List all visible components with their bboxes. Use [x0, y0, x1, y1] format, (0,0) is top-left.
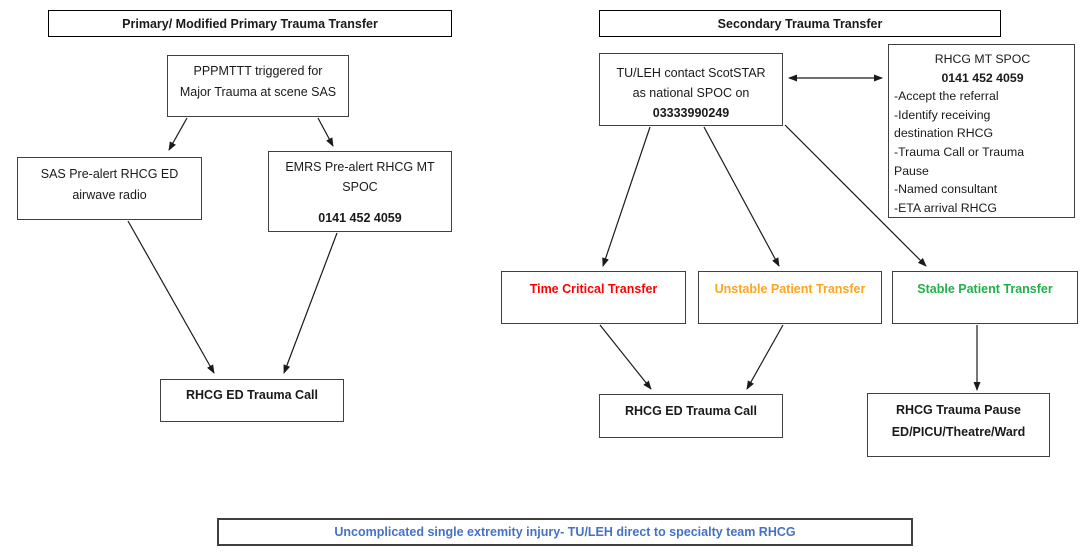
spoc-item-pause: Pause	[894, 163, 929, 178]
stable-patient-transfer-box: Stable Patient Transfer	[892, 271, 1078, 324]
sas-prealert-box: SAS Pre-alert RHCG ED airwave radio	[17, 157, 202, 220]
contact-phone: 03333990249	[652, 106, 730, 120]
unstable-patient-transfer-label: Unstable Patient Transfer	[714, 282, 866, 296]
emrs-line-2: SPOC	[342, 180, 378, 194]
spoc-item-accept: -Accept the referral	[894, 89, 999, 104]
emrs-prealert-box: EMRS Pre-alert RHCG MT SPOC 0141 452 405…	[268, 151, 452, 232]
secondary-trauma-call-label: RHCG ED Trauma Call	[625, 404, 757, 418]
pause-line-2: ED/PICU/Theatre/Ward	[891, 425, 1026, 439]
rhcg-mt-spoc-box: RHCG MT SPOC 0141 452 4059 -Accept the r…	[888, 44, 1075, 218]
contact-line-2: as national SPOC on	[632, 86, 750, 100]
sas-line-2: airwave radio	[72, 188, 147, 202]
spoc-phone: 0141 452 4059	[941, 70, 1024, 85]
secondary-title: Secondary Trauma Transfer	[599, 10, 1001, 37]
contact-line-1: TU/LEH contact ScotSTAR	[616, 66, 766, 80]
primary-title: Primary/ Modified Primary Trauma Transfe…	[48, 10, 452, 37]
spoc-item-consultant: -Named consultant	[894, 182, 998, 197]
primary-trauma-call-label: RHCG ED Trauma Call	[186, 388, 318, 402]
footer-note-box: Uncomplicated single extremity injury- T…	[217, 518, 913, 546]
spoc-item-destination: destination RHCG	[894, 126, 994, 141]
spoc-item-trauma-call: -Trauma Call or Trauma	[894, 144, 1025, 159]
spoc-item-identify: -Identify receiving	[894, 107, 991, 122]
trigger-line-1: PPPMTTT triggered for	[193, 64, 323, 78]
footer-note-label: Uncomplicated single extremity injury- T…	[334, 525, 796, 539]
stable-patient-transfer-label: Stable Patient Transfer	[917, 282, 1053, 296]
rhcg-trauma-pause-box: RHCG Trauma Pause ED/PICU/Theatre/Ward	[867, 393, 1050, 457]
primary-title-label: Primary/ Modified Primary Trauma Transfe…	[122, 16, 378, 31]
emrs-line-1: EMRS Pre-alert RHCG MT	[285, 160, 435, 174]
trigger-line-2: Major Trauma at scene SAS	[179, 85, 337, 99]
emrs-spacer	[269, 197, 451, 208]
pause-line-1: RHCG Trauma Pause	[895, 403, 1022, 417]
tu-leh-contact-box: TU/LEH contact ScotSTAR as national SPOC…	[599, 53, 783, 126]
secondary-trauma-call-box: RHCG ED Trauma Call	[599, 394, 783, 438]
primary-trauma-call-box: RHCG ED Trauma Call	[160, 379, 344, 422]
secondary-title-label: Secondary Trauma Transfer	[717, 16, 883, 31]
time-critical-transfer-box: Time Critical Transfer	[501, 271, 686, 324]
time-critical-transfer-label: Time Critical Transfer	[529, 282, 658, 296]
spoc-item-eta: -ETA arrival RHCG	[894, 200, 997, 215]
pppmttt-trigger-box: PPPMTTT triggered for Major Trauma at sc…	[167, 55, 349, 117]
emrs-phone: 0141 452 4059	[318, 211, 402, 225]
sas-line-1: SAS Pre-alert RHCG ED	[40, 167, 179, 181]
unstable-patient-transfer-box: Unstable Patient Transfer	[698, 271, 882, 324]
spoc-title: RHCG MT SPOC	[934, 52, 1031, 66]
